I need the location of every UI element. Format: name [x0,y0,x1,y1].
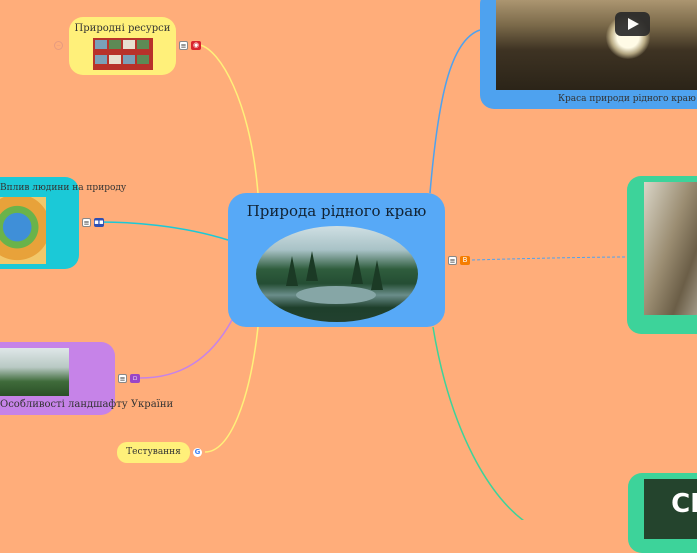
play-button-icon[interactable] [615,12,650,36]
node-landscape[interactable]: Особливості ландшафту України [0,342,173,415]
human-impact-notes-icon[interactable]: ≡ [82,218,91,227]
landscape-label: Особливості ландшафту України [0,399,174,410]
testing-label: Тестування [126,447,181,457]
link-landscape [139,319,233,379]
nature-beauty-label: Краса природи рідного краю [558,94,696,104]
link-sv [432,326,525,520]
link-resources [199,44,259,194]
hedgehog-image [644,182,697,315]
link-hedgehog [471,256,628,261]
human-impact-link-icon[interactable]: ▪▪ [94,218,104,227]
human-impact-label: Вплив людини на природу [0,183,127,193]
earth-image [0,197,46,264]
google-icon[interactable]: G [193,448,202,457]
landscape-image [0,348,69,396]
resources-link-icon[interactable]: ◉ [191,41,201,50]
sv-text: СВ [671,489,697,519]
node-hedgehog[interactable] [627,176,697,334]
link-influence [99,221,229,241]
center-notes-icon[interactable]: ≡ [448,256,457,265]
link-beauty [429,29,481,194]
node-natural-resources[interactable]: Природні ресурси [69,17,176,75]
natural-resources-label: Природні ресурси [74,23,171,34]
natural-resources-image [92,38,153,70]
collapse-icon[interactable]: − [54,41,63,50]
forest-lake-image [255,226,418,322]
central-topic-title: Природа рідного краю [246,202,427,220]
landscape-link-icon[interactable]: ▫ [130,374,140,383]
video-thumbnail[interactable] [496,0,697,90]
central-topic-node[interactable]: Природа рідного краю [228,193,445,327]
node-sv[interactable]: СВ [628,473,697,553]
node-nature-beauty[interactable]: Краса природи рідного краю [480,0,697,109]
link-testing [204,326,259,453]
node-testing[interactable]: Тестування [117,442,190,463]
sv-image: СВ [644,479,697,539]
landscape-notes-icon[interactable]: ≡ [118,374,127,383]
mindmap-connections [99,29,628,520]
node-human-impact[interactable]: Вплив людини на природу [0,177,127,269]
resources-notes-icon[interactable]: ≡ [179,41,188,50]
blogger-icon[interactable]: B [460,256,470,265]
